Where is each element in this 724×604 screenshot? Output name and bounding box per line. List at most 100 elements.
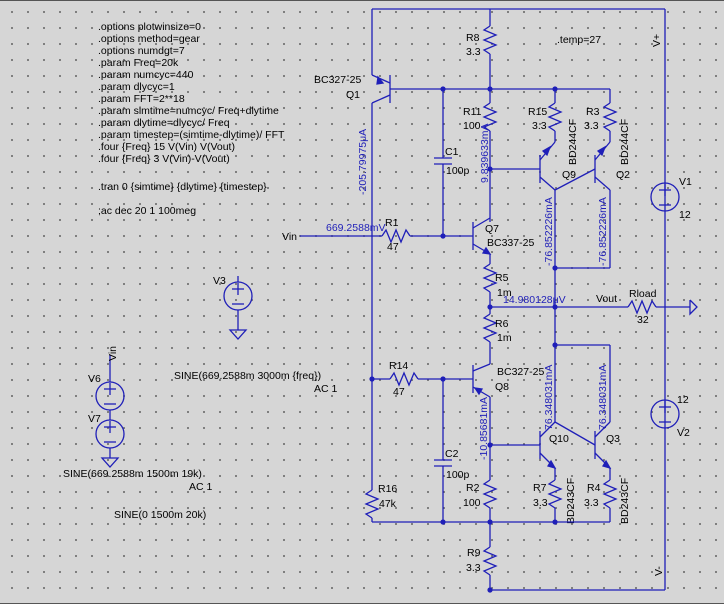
- q1-current-readout: -205.79975μA: [357, 129, 369, 195]
- r5-value: 1m: [497, 287, 512, 299]
- r2-resistor[interactable]: [482, 479, 498, 509]
- v1-source[interactable]: [650, 182, 680, 212]
- directive-line[interactable]: .param timestep=(simtime-dlytime)/ FFT: [98, 129, 285, 141]
- v3-name: V3: [213, 275, 226, 287]
- r9-resistor[interactable]: [482, 546, 498, 576]
- r7-name: R7: [533, 482, 547, 494]
- q2-name: Q2: [616, 169, 630, 181]
- r15-resistor[interactable]: [547, 102, 563, 132]
- directive-line[interactable]: .options numdgt=7: [98, 45, 185, 57]
- c2-capacitor[interactable]: [434, 459, 452, 467]
- r3-resistor[interactable]: [602, 102, 618, 132]
- r7-value: 3.3: [533, 497, 548, 509]
- v1-value: 12: [679, 209, 691, 221]
- r1-voltage-readout: 669.2588mV: [326, 222, 386, 234]
- c1-name: C1: [445, 146, 459, 158]
- temp-directive[interactable]: .temp=27: [557, 34, 601, 46]
- q1-model: BC327-25: [314, 74, 361, 86]
- r8-name: R8: [466, 32, 480, 44]
- directive-line[interactable]: .param Freq=20k: [98, 57, 179, 69]
- directive-line[interactable]: .four {Freq} 15 V(Vin) V(Vout): [98, 141, 235, 153]
- r11-name: R11: [463, 106, 482, 118]
- directive-line[interactable]: .param dlytime=dlycyc/ Freq: [98, 117, 230, 129]
- supply-rails: [371, 8, 666, 591]
- directive-line[interactable]: .param numcyc=440: [98, 69, 194, 81]
- net-label-vminus: V-: [653, 566, 665, 576]
- q9-name: Q9: [562, 169, 576, 181]
- ground-symbol-v3: [228, 329, 248, 340]
- directive-line[interactable]: ;ac dec 20 1 100meg: [98, 205, 196, 217]
- directive-line[interactable]: .param dlycyc=1: [98, 81, 175, 93]
- v1-name: V1: [679, 176, 692, 188]
- q10-current-readout: 76.348031mA: [543, 365, 555, 430]
- rload-value: 32: [637, 314, 649, 326]
- r4-resistor[interactable]: [602, 479, 618, 509]
- r4-value: 3.3: [584, 497, 599, 509]
- v6-net-label: Vin: [107, 346, 119, 361]
- r7-resistor[interactable]: [547, 479, 563, 509]
- r5-resistor[interactable]: [482, 263, 498, 293]
- v7-name: V7: [88, 413, 101, 425]
- rload-name: Rload: [629, 288, 657, 300]
- r1-name: R1: [385, 217, 399, 229]
- r2-name: R2: [466, 482, 480, 494]
- q2-model: BD244CF: [619, 119, 631, 165]
- r16-resistor[interactable]: [364, 489, 380, 519]
- r4-name: R4: [587, 482, 601, 494]
- r8-value: 3.3: [466, 46, 481, 58]
- directive-line[interactable]: .options method=gear: [98, 33, 200, 45]
- directive-line[interactable]: .options plotwinsize=0: [98, 21, 201, 33]
- v6-source[interactable]: [95, 381, 125, 411]
- r6-name: R6: [495, 318, 509, 330]
- q3-model: BD243CF: [619, 478, 631, 524]
- q7-transistor[interactable]: [472, 217, 492, 255]
- q3-current-readout: 76.348031mA: [597, 365, 609, 430]
- r14-resistor[interactable]: [389, 371, 419, 387]
- r3-value: 3.3: [584, 120, 599, 132]
- v7-spec[interactable]: SINE(0 1500m 20k): [114, 509, 206, 521]
- q3-transistor[interactable]: [594, 421, 612, 470]
- rload-resistor[interactable]: [627, 299, 657, 315]
- r8-resistor[interactable]: [482, 25, 498, 55]
- q8-transistor[interactable]: [472, 363, 491, 398]
- directive-line[interactable]: .param FFT=2**18: [98, 93, 185, 105]
- r1-resistor[interactable]: [381, 228, 411, 244]
- r11-current-readout: 9.839633mA: [479, 123, 491, 183]
- c1-value: 100p: [446, 165, 470, 177]
- vout-net-label: Vout: [596, 293, 617, 305]
- vin-net-label: Vin: [282, 231, 297, 243]
- v2-source[interactable]: [650, 399, 680, 429]
- r15-name: R15: [528, 106, 547, 118]
- q1-name: Q1: [346, 89, 360, 101]
- q9-transistor[interactable]: [539, 141, 556, 191]
- r1-value: 47: [387, 241, 399, 253]
- v6-ac[interactable]: AC 1: [189, 481, 213, 493]
- r11-resistor[interactable]: [482, 102, 498, 132]
- c2-name: C2: [445, 448, 459, 460]
- v3-source[interactable]: [223, 276, 253, 330]
- q7-model: BC337-25: [487, 237, 534, 249]
- v3-spec[interactable]: SINE(669.2588m 3000m {freq}): [174, 370, 321, 382]
- output-voltage-readout: 14.980128μV: [503, 294, 566, 306]
- q3-name: Q3: [606, 433, 620, 445]
- v6-spec[interactable]: SINE(669.2588m 1500m 19k): [63, 468, 202, 480]
- q9-model: BD244CF: [567, 119, 579, 165]
- r5-name: R5: [495, 272, 509, 284]
- r11-value: 100: [463, 120, 481, 132]
- v3-ac[interactable]: AC 1: [314, 383, 338, 395]
- spice-directives[interactable]: .options plotwinsize=0.options method=ge…: [98, 21, 285, 217]
- r6-resistor[interactable]: [482, 313, 498, 343]
- ground-symbol-v7: [100, 457, 120, 468]
- directive-line[interactable]: .param simtime=numcyc/ Freq+dlytime: [98, 105, 279, 117]
- r6-value: 1m: [497, 332, 512, 344]
- r9-value: 3.3: [466, 562, 481, 574]
- q1-transistor[interactable]: [371, 74, 391, 104]
- directive-line[interactable]: .tran 0 {simtime} {dlytime} {timestep}: [98, 181, 267, 193]
- v6-name: V6: [88, 373, 101, 385]
- q2-transistor[interactable]: [594, 141, 611, 191]
- directive-line[interactable]: .four {Freq} 3 V(Vin)-V(Vout): [98, 153, 230, 165]
- c1-capacitor[interactable]: [434, 157, 452, 165]
- r9-name: R9: [467, 547, 481, 559]
- r14-name: R14: [389, 360, 408, 372]
